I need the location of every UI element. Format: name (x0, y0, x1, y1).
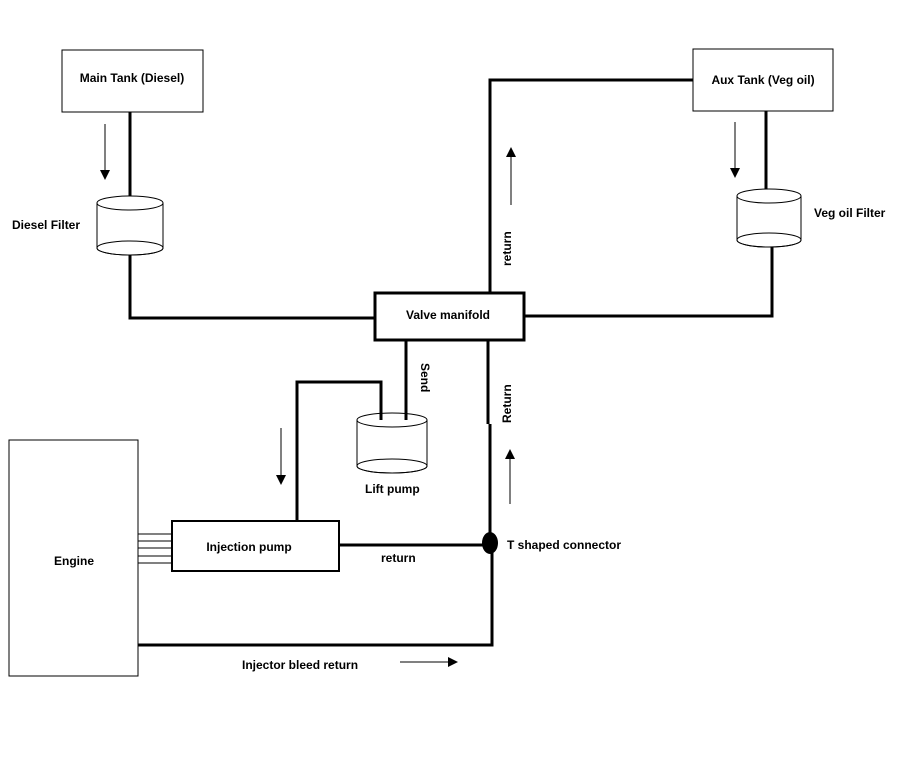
injector-lines (138, 533, 172, 564)
return-lower-label: Return (500, 384, 514, 423)
t-connector-label: T shaped connector (507, 538, 621, 552)
aux-tank-label: Aux Tank (Veg oil) (711, 73, 814, 87)
veg-filter-to-manifold-pipe (524, 245, 774, 318)
veg-oil-filter-label: Veg oil Filter (814, 206, 886, 220)
injection-pump-label: Injection pump (206, 540, 291, 554)
main-tank-label: Main Tank (Diesel) (80, 71, 184, 85)
return-upper-label: return (500, 231, 514, 266)
veg-oil-filter-icon (736, 188, 802, 248)
main-tank-box (61, 49, 204, 113)
injection-pump-box (171, 520, 340, 572)
diesel-filter-label: Diesel Filter (12, 218, 80, 232)
injector-bleed-return-pipe (138, 550, 494, 647)
injection-return-label: return (381, 551, 416, 565)
lift-pump-to-injection-pump-pipe (295, 380, 383, 521)
lift-pump-inlet-stubs (379, 413, 408, 420)
lift-pump-icon (356, 412, 428, 474)
t-connector-icon (482, 532, 498, 554)
send-label: Send (418, 363, 432, 392)
valve-manifold-box (373, 291, 526, 342)
engine-box (8, 439, 139, 677)
valve-manifold-label: Valve manifold (406, 308, 490, 322)
diesel-filter-to-manifold-pipe (128, 253, 375, 320)
injector-bleed-return-label: Injector bleed return (242, 658, 358, 672)
manifold-return-to-aux-tank-pipe (488, 78, 693, 293)
lift-pump-label: Lift pump (365, 482, 420, 496)
aux-tank-box (692, 48, 834, 112)
engine-label: Engine (54, 554, 94, 568)
diesel-filter-icon (96, 195, 164, 256)
